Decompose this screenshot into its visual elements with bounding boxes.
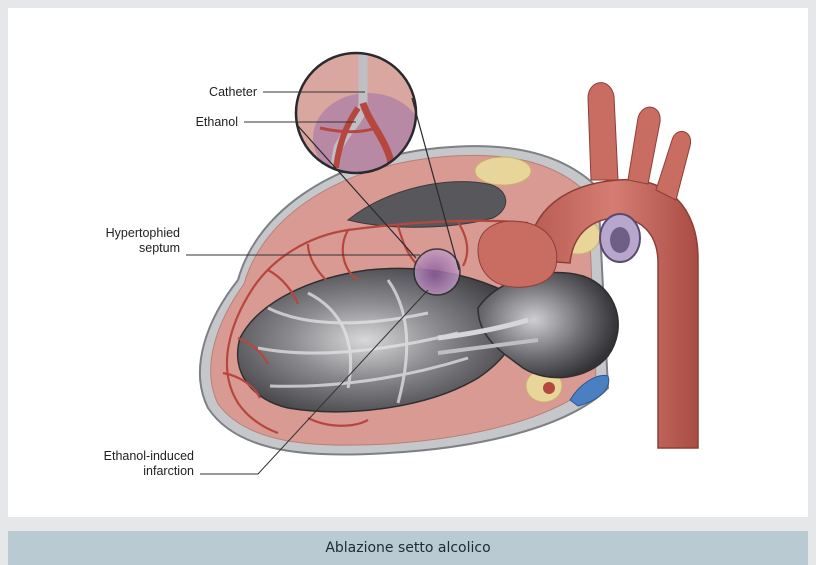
brachiocephalic-artery (588, 83, 618, 180)
figure-caption: Ablazione setto alcolico (325, 540, 490, 556)
label-ethanol-induced-infarction: Ethanol-induced infarction (104, 449, 194, 479)
heart-illustration (8, 8, 808, 517)
label-catheter: Catheter (209, 85, 257, 100)
left-carotid-artery (628, 107, 660, 184)
label-infarction-line2: infarction (104, 464, 194, 479)
label-septum-line1: Hypertophied (106, 226, 180, 241)
septum-highlight-circle (414, 249, 460, 295)
fat-deposit (475, 157, 531, 185)
caption-bar: Ablazione setto alcolico (8, 531, 808, 565)
label-hypertrophied-septum: Hypertophied septum (106, 226, 180, 256)
label-infarction-line1: Ethanol-induced (104, 449, 194, 464)
label-ethanol: Ethanol (196, 115, 238, 130)
left-subclavian-artery (656, 131, 691, 200)
label-septum-line2: septum (106, 241, 180, 256)
figure-panel: Catheter Ethanol Hypertophied septum Eth… (8, 8, 808, 517)
